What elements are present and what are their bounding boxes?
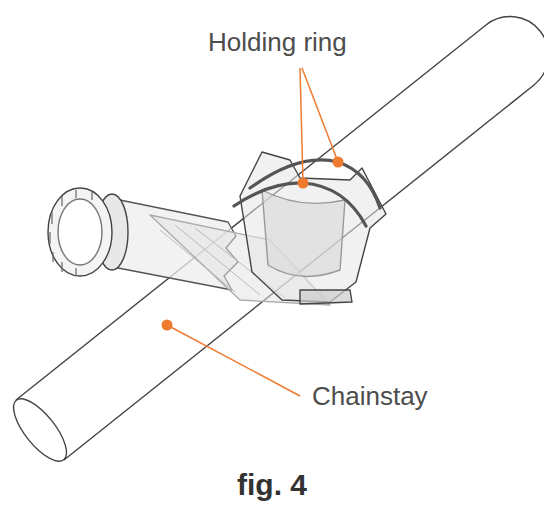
holder-bracket	[240, 152, 386, 304]
part-label: Holding ring	[208, 28, 347, 58]
leader-lines	[167, 68, 338, 396]
part-label: Chainstay	[312, 382, 428, 412]
callout-dots	[162, 157, 344, 331]
holding-rings	[234, 160, 380, 226]
chainstay-tube	[5, 17, 544, 469]
figure-caption: fig. 4	[237, 468, 307, 503]
knob	[48, 188, 128, 276]
